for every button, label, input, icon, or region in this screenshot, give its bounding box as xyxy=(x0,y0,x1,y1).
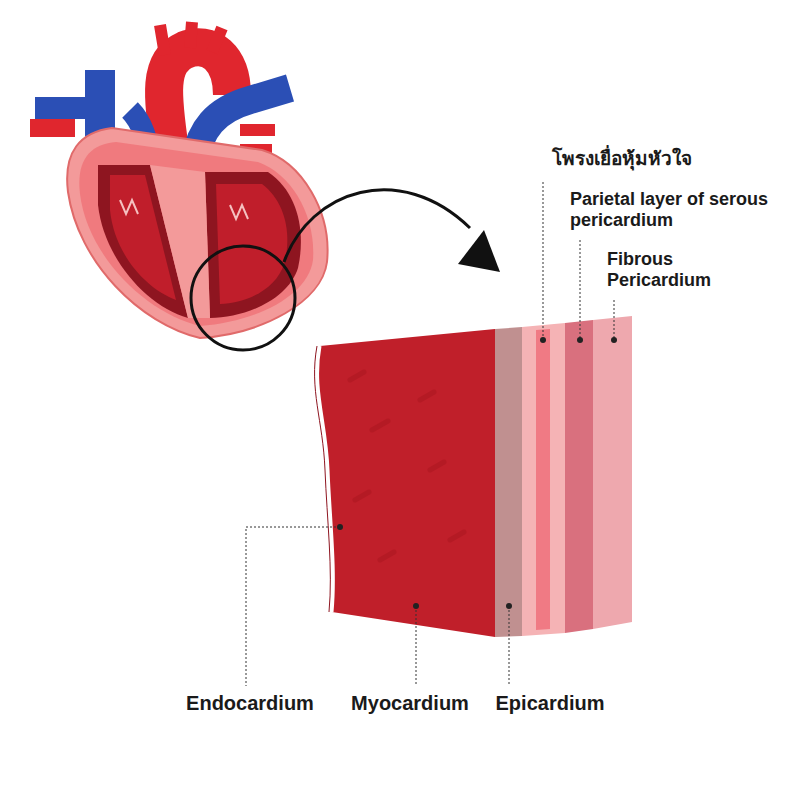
epicardium-band xyxy=(495,327,522,637)
fibrous-pericardium-band xyxy=(593,316,632,629)
parietal-layer-band xyxy=(565,320,593,633)
zoom-arrowhead xyxy=(458,230,500,272)
endocardium-edge xyxy=(315,346,331,612)
part-label: Endocardium xyxy=(186,692,314,715)
valve-cords xyxy=(120,200,248,219)
blue-vessel-stub xyxy=(35,97,90,119)
zoom-circle xyxy=(191,246,295,350)
part-label: โพรงเยื่อหุ้มหัวใจ xyxy=(552,148,692,170)
myocardium-block xyxy=(318,329,495,637)
heart-myocardium xyxy=(79,142,313,326)
left-ventricle-inner xyxy=(216,184,287,304)
red-vessel-stub xyxy=(30,119,75,137)
septum xyxy=(150,165,210,318)
zoom-arrow xyxy=(284,190,470,262)
heart-outer-wall xyxy=(67,128,327,338)
part-label: Fibrous Pericardium xyxy=(607,249,725,290)
aortic-branches xyxy=(160,22,222,55)
muscle-texture xyxy=(350,372,464,560)
pericardial-fluid-strip xyxy=(536,329,550,630)
part-label: Parietal layer of serous pericardium xyxy=(570,189,792,230)
part-label: Epicardium xyxy=(496,692,605,715)
part-label: Myocardium xyxy=(351,692,469,715)
leader-lines xyxy=(246,182,614,686)
left-ventricle xyxy=(205,172,301,318)
pericardial-cavity-band xyxy=(522,323,565,636)
leader-dots xyxy=(337,337,617,609)
